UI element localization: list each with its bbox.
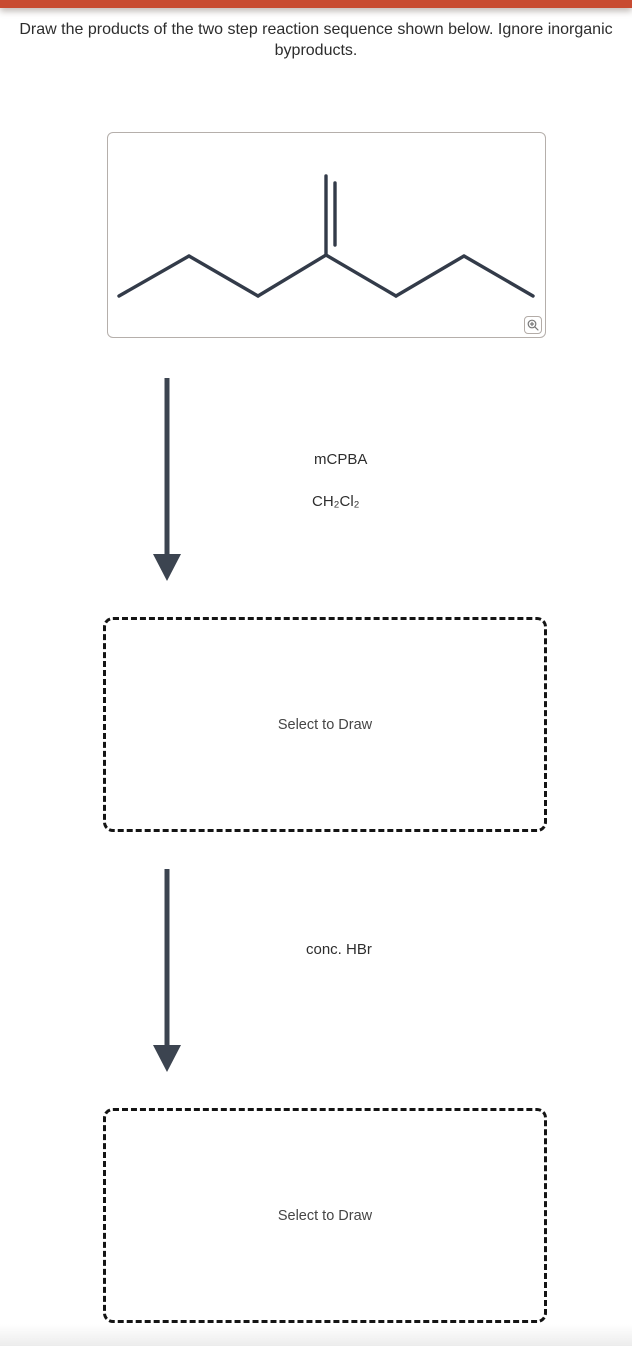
reactant-structure-box xyxy=(107,132,546,338)
bottom-fade xyxy=(0,1324,632,1346)
reaction-arrow-step1 xyxy=(153,378,181,581)
magnifier-plus-icon xyxy=(527,319,539,331)
select-to-draw-label: Select to Draw xyxy=(277,716,373,733)
reagent-label-hbr: conc. HBr xyxy=(306,941,372,958)
top-accent-bar xyxy=(0,0,632,8)
zoom-in-button[interactable] xyxy=(524,316,542,334)
select-to-draw-box-step1[interactable]: Select to Draw xyxy=(103,617,547,832)
question-prompt: Draw the products of the two step reacti… xyxy=(19,21,613,59)
select-to-draw-box-step2[interactable]: Select to Draw xyxy=(103,1108,547,1323)
reaction-arrow-step2 xyxy=(153,869,181,1072)
molecule-drawing xyxy=(117,174,535,298)
select-to-draw-label: Select to Draw xyxy=(277,1207,373,1224)
reagent-label-mcpba: mCPBA xyxy=(314,451,368,468)
reagent-label-solvent: CH₂Cl₂ xyxy=(312,493,360,510)
